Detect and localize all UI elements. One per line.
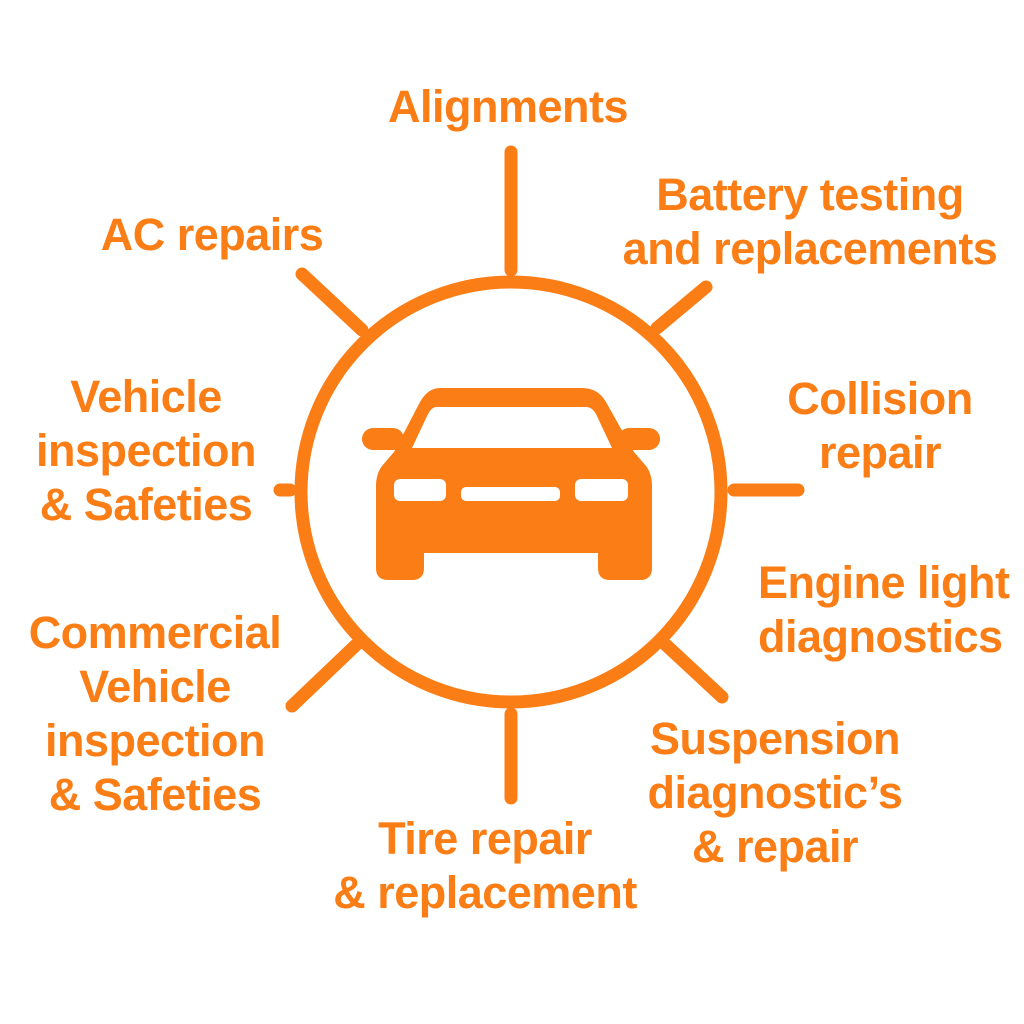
- label-line: & Safeties: [39, 479, 253, 530]
- label-line: repair: [818, 427, 942, 478]
- label-line: & replacement: [333, 867, 637, 918]
- label-line: Engine light: [758, 557, 1010, 608]
- label-line: inspection: [35, 425, 257, 476]
- label-line: Tire repair: [378, 813, 592, 864]
- label-line: and replacements: [622, 223, 998, 274]
- label-tire: Tire repair & replacement: [305, 812, 665, 920]
- label-line: Vehicle: [70, 371, 222, 422]
- spoke-sw: [285, 638, 363, 713]
- spoke-nw: [295, 267, 369, 337]
- label-line: & Safeties: [48, 769, 262, 820]
- label-vehicle-inspection: Vehicle inspection & Safeties: [0, 370, 292, 532]
- label-engine-light: Engine light diagnostics: [758, 556, 1024, 664]
- label-line: Commercial: [28, 607, 282, 658]
- spoke-se: [659, 638, 729, 704]
- label-ac-repairs: AC repairs: [62, 208, 362, 262]
- label-line: & repair: [691, 821, 859, 872]
- label-collision: Collision repair: [740, 372, 1020, 480]
- label-alignments: Alignments: [358, 80, 658, 134]
- label-line: diagnostics: [758, 611, 1003, 662]
- spoke-ne: [650, 280, 713, 335]
- label-line: inspection: [44, 715, 266, 766]
- label-line: Battery testing: [656, 169, 964, 220]
- hub-circle: [294, 275, 728, 709]
- label-line: diagnostic’s: [647, 767, 903, 818]
- label-line: Collision: [787, 373, 973, 424]
- label-line: Alignments: [387, 81, 629, 132]
- label-battery: Battery testing and replacements: [590, 168, 1024, 276]
- label-line: AC repairs: [100, 209, 324, 260]
- label-line: Suspension: [649, 713, 901, 764]
- label-suspension: Suspension diagnostic’s & repair: [625, 712, 925, 874]
- label-line: Vehicle: [79, 661, 231, 712]
- label-commercial: Commercial Vehicle inspection & Safeties: [5, 606, 305, 822]
